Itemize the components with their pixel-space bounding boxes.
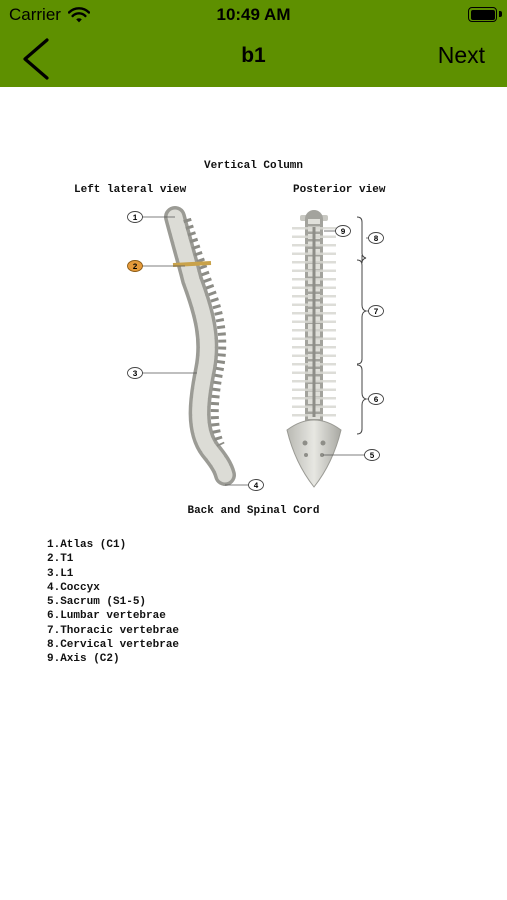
svg-text:2: 2 [133, 263, 138, 272]
wifi-icon [68, 7, 90, 23]
callout-4: 4 [248, 479, 264, 491]
right-view-label: Posterior view [293, 184, 386, 196]
leader-lines [142, 216, 369, 486]
legend-item: 1.Atlas (C1) [47, 539, 127, 551]
callout-3: 3 [127, 367, 143, 379]
carrier-label: Carrier [9, 5, 61, 24]
callout-2: 2 [127, 260, 143, 272]
figure-title: Vertical Column [203, 160, 304, 172]
figure-caption: Back and Spinal Cord [187, 505, 320, 517]
lateral-spine [164, 206, 236, 486]
legend-item: 4.Coccyx [47, 581, 100, 594]
left-view-label: Left lateral view [74, 184, 187, 196]
posterior-spine [286, 210, 342, 488]
callout-7: 7 [368, 305, 384, 317]
legend-item: 3.L1 [47, 567, 74, 580]
legend-list: 1.Atlas (C1) 2.T1 3.L1 4.Coccyx 5.Sacrum… [47, 538, 179, 667]
callout-6: 6 [368, 393, 384, 405]
page-title: b1 [241, 44, 266, 67]
callout-1: 1 [127, 211, 143, 223]
callout-8: 8 [368, 232, 384, 244]
spine-illustration: 1 2 3 4 5 6 7 8 [127, 206, 384, 491]
back-button[interactable] [14, 36, 58, 80]
next-button[interactable]: Next [437, 42, 485, 68]
svg-text:4: 4 [254, 482, 259, 491]
svg-text:3: 3 [133, 370, 138, 379]
callout-5: 5 [364, 449, 380, 461]
top-bar: Carrier 10:49 AM b1 Next [0, 0, 507, 87]
battery-icon [468, 7, 497, 22]
legend-item: 2.T1 [47, 553, 74, 566]
svg-text:5: 5 [370, 452, 375, 461]
chevron-left-icon [23, 38, 49, 80]
svg-text:1: 1 [133, 214, 138, 223]
svg-text:7: 7 [374, 308, 379, 317]
callout-9: 9 [335, 225, 351, 237]
svg-text:6: 6 [374, 396, 379, 405]
navigation-bar: b1 Next [0, 30, 507, 87]
status-bar: Carrier 10:49 AM [0, 0, 507, 30]
legend-item: 7.Thoracic vertebrae [47, 624, 180, 637]
legend-item: 9.Axis (C2) [47, 653, 120, 666]
svg-text:8: 8 [374, 235, 379, 244]
legend-item: 5.Sacrum (S1-5) [47, 596, 147, 609]
battery-tip [499, 11, 502, 17]
status-time: 10:49 AM [216, 5, 291, 24]
legend-item: 6.Lumbar vertebrae [47, 610, 166, 623]
legend-item: 8.Cervical vertebrae [47, 639, 180, 652]
region-brackets [356, 216, 367, 435]
svg-text:9: 9 [341, 228, 346, 237]
